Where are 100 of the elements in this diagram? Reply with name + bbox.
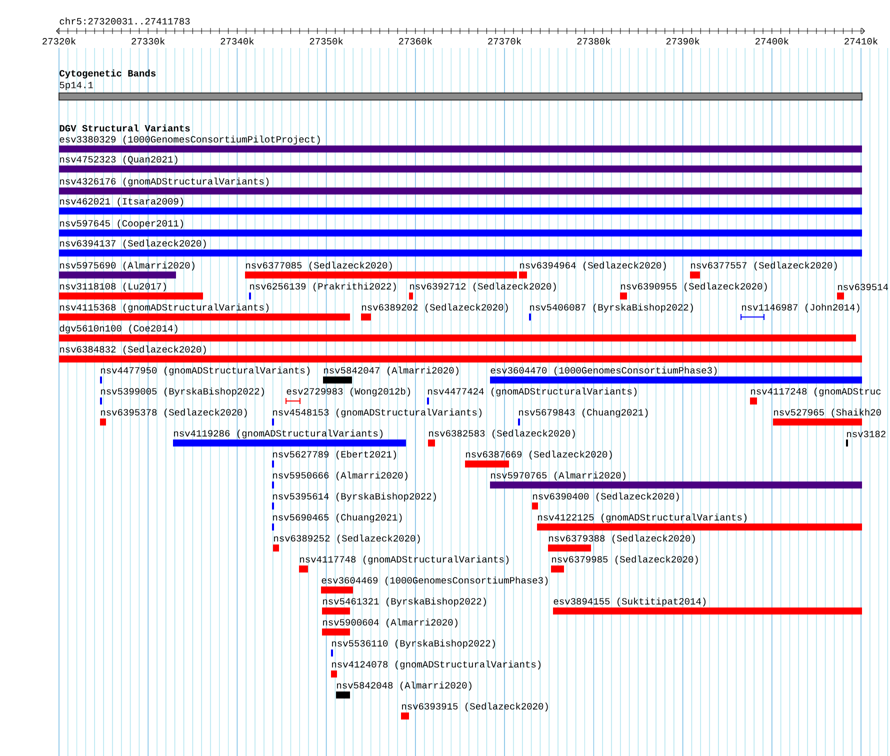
location-label: chr5:27320031..27411783 <box>60 18 190 24</box>
node-label: esv3604469 (1000GenomesConsortiumPhase3) <box>322 576 548 586</box>
node-label: nsv6256139 (Prakrithi2022) <box>250 282 396 292</box>
feature-bar: nsv4119286 (gnomADStructuralVariants) <box>173 430 406 446</box>
node-label: nsv5975690 (Almarri2020) <box>60 262 194 270</box>
feature-bar: nsv527965 (Shaikh20 <box>773 408 881 426</box>
node-label: nsv6395378 (Sedlazeck2020) <box>101 408 247 418</box>
feature-bar: nsv6395378 (Sedlazeck2020) <box>100 408 247 426</box>
node-label: nsv462021 (Itsara2009) <box>60 198 184 206</box>
node-label: nsv4117748 (gnomADStructuralVariants) <box>300 556 509 564</box>
feature-bar: nsv5406087 (ByrskaBishop2022) <box>529 304 693 320</box>
node-label: nsv3118108 (Lu2017) <box>60 282 166 292</box>
node-label: nsv5399005 (ByrskaBishop2022) <box>101 388 264 396</box>
feature-bar: nsv5950666 (Almarri2020) <box>272 472 408 488</box>
tick-label: 27380k <box>577 38 610 44</box>
feature-bar: nsv6387669 (Sedlazeck2020) <box>465 450 612 468</box>
feature-bar: nsv4117248 (gnomADStruc <box>750 388 881 404</box>
feature-bar: nsv5975690 (Almarri2020) <box>59 262 194 278</box>
node-label: dgv5610n100 (Coe2014) <box>60 324 178 334</box>
feature-bar: nsv6393915 (Sedlazeck2020) <box>401 702 548 720</box>
feature-bar: nsv4477424 (gnomADStructuralVariants) <box>427 388 637 404</box>
node-label: nsv6379985 (Sedlazeck2020) <box>552 556 698 564</box>
feature-bar: nsv597645 (Cooper2011) <box>59 220 862 236</box>
feature-bar: nsv6392712 (Sedlazeck2020) <box>409 282 556 300</box>
node-label: nsv4122125 (gnomADStructuralVariants) <box>538 514 747 522</box>
feature-bar: nsv5627789 (Ebert2021) <box>272 450 396 468</box>
node-label: nsv4548153 (gnomADStructuralVariants) <box>273 408 482 418</box>
tick-label: 27370k <box>488 38 522 44</box>
node-label: nsv5950666 (Almarri2020) <box>273 472 408 480</box>
node-label: nsv6382583 (Sedlazeck2020) <box>429 430 575 438</box>
track-heading: DGV Structural Variants <box>60 124 190 132</box>
node-label: nsv527965 (Shaikh20 <box>774 408 881 418</box>
feature-bar: nsv6390400 (Sedlazeck2020) <box>532 492 679 510</box>
node-label: nsv6384832 (Sedlazeck2020) <box>60 346 206 354</box>
feature-bar: nsv3182 <box>846 430 886 446</box>
node-label: nsv5461321 (ByrskaBishop2022) <box>323 598 486 606</box>
feature-bar: nsv6377085 (Sedlazeck2020) <box>245 262 517 278</box>
node-label: nsv5842048 (Almarri2020) <box>337 682 472 690</box>
feature-bar: nsv6390955 (Sedlazeck2020) <box>620 282 767 300</box>
feature-bar: nsv639514 <box>837 284 888 300</box>
node-label: nsv5970765 (Almarri2020) <box>491 472 626 480</box>
node-label: nsv6394964 (Sedlazeck2020) <box>520 262 666 270</box>
node-label: nsv6389252 (Sedlazeck2020) <box>274 534 420 544</box>
feature-bar: nsv3118108 (Lu2017) <box>59 282 203 300</box>
node-label: nsv5690465 (Chuang2021) <box>273 514 402 522</box>
node-label: nsv4326176 (gnomADStructuralVariants) <box>60 178 269 186</box>
feature-bar: nsv4548153 (gnomADStructuralVariants) <box>272 408 482 426</box>
tick-label: 27320k <box>42 38 76 44</box>
node-label: nsv5406087 (ByrskaBishop2022) <box>530 304 693 312</box>
tick-label: 27350k <box>310 38 343 44</box>
node-label: nsv4477424 (gnomADStructuralVariants) <box>428 388 637 396</box>
feature-bar: nsv5970765 (Almarri2020) <box>490 472 862 488</box>
node-label: nsv3182 <box>847 430 886 438</box>
tick-label: 27330k <box>132 38 165 44</box>
node-label: esv3380329 (1000GenomesConsortiumPilotProject) <box>60 136 320 144</box>
feature-bar: nsv6379985 (Sedlazeck2020) <box>551 556 698 572</box>
feature-bar: nsv6384832 (Sedlazeck2020) <box>59 346 862 362</box>
tick-label: 27360k <box>398 38 432 44</box>
feature-bar: nsv4752323 (Quan2021) <box>59 156 862 172</box>
feature-bar: nsv6256139 (Prakrithi2022) <box>249 282 396 300</box>
node-label: esv3894155 (Suktitipat2014) <box>554 598 706 606</box>
node-label: 5p14.1 <box>60 82 93 90</box>
feature-bar: nsv6394964 (Sedlazeck2020) <box>519 262 666 278</box>
feature-bar: nsv4115368 (gnomADStructuralVariants) <box>59 304 350 320</box>
feature-bar: nsv1146987 (John2014) <box>740 304 860 320</box>
feature-bar: esv3380329 (1000GenomesConsortiumPilotProject) <box>59 136 862 152</box>
feature-bar: nsv4477950 (gnomADStructuralVariants) <box>100 366 310 384</box>
cytoband-bar: 5p14.1 <box>58 82 862 100</box>
node-label: nsv6377085 (Sedlazeck2020) <box>246 262 392 270</box>
feature-bar: nsv5690465 (Chuang2021) <box>272 514 402 530</box>
feature-bar: nsv5679843 (Chuang2021) <box>518 408 648 426</box>
node-label: nsv4115368 (gnomADStructuralVariants) <box>60 304 269 312</box>
node-label: nsv4752323 (Quan2021) <box>60 156 178 164</box>
node-label: nsv639514 <box>838 284 888 290</box>
node-label: nsv6392712 (Sedlazeck2020) <box>410 282 556 292</box>
tick-label: 27410k <box>844 38 878 44</box>
feature-bar: nsv6394137 (Sedlazeck2020) <box>59 240 862 256</box>
feature-bar: nsv5842047 (Almarri2020) <box>323 366 458 384</box>
feature-bar: esv3894155 (Suktitipat2014) <box>553 598 862 614</box>
feature-bar: esv2729983 (Wong2012b) <box>286 388 410 404</box>
node-label: nsv6393915 (Sedlazeck2020) <box>402 702 548 712</box>
tick-label: 27400k <box>755 38 789 44</box>
feature-bar: nsv6382583 (Sedlazeck2020) <box>428 430 575 446</box>
feature-bar: esv3604469 (1000GenomesConsortiumPhase3) <box>321 576 548 594</box>
node-label: nsv5900604 (Almarri2020) <box>323 618 458 628</box>
node-label: nsv597645 (Cooper2011) <box>60 220 184 228</box>
feature-bar: nsv5536110 (ByrskaBishop2022) <box>331 640 495 656</box>
node-label: nsv6389202 (Sedlazeck2020) <box>362 304 508 312</box>
node-label: nsv4117248 (gnomADStruc <box>751 388 881 396</box>
feature-bar: nsv5399005 (ByrskaBishop2022) <box>100 388 264 404</box>
node-label: nsv5395614 (ByrskaBishop2022) <box>273 492 436 502</box>
feature-bar: nsv5842048 (Almarri2020) <box>336 682 472 698</box>
node-label: nsv6387669 (Sedlazeck2020) <box>466 450 612 460</box>
feature-bar: nsv6379388 (Sedlazeck2020) <box>548 534 695 552</box>
feature-bar: nsv4326176 (gnomADStructuralVariants) <box>59 178 862 194</box>
node-label: nsv6390955 (Sedlazeck2020) <box>621 282 767 292</box>
node-label: nsv5679843 (Chuang2021) <box>519 408 648 418</box>
feature-bar: dgv5610n100 (Coe2014) <box>59 324 856 342</box>
node-label: nsv6379388 (Sedlazeck2020) <box>549 534 695 544</box>
node-label: nsv5842047 (Almarri2020) <box>324 366 458 376</box>
